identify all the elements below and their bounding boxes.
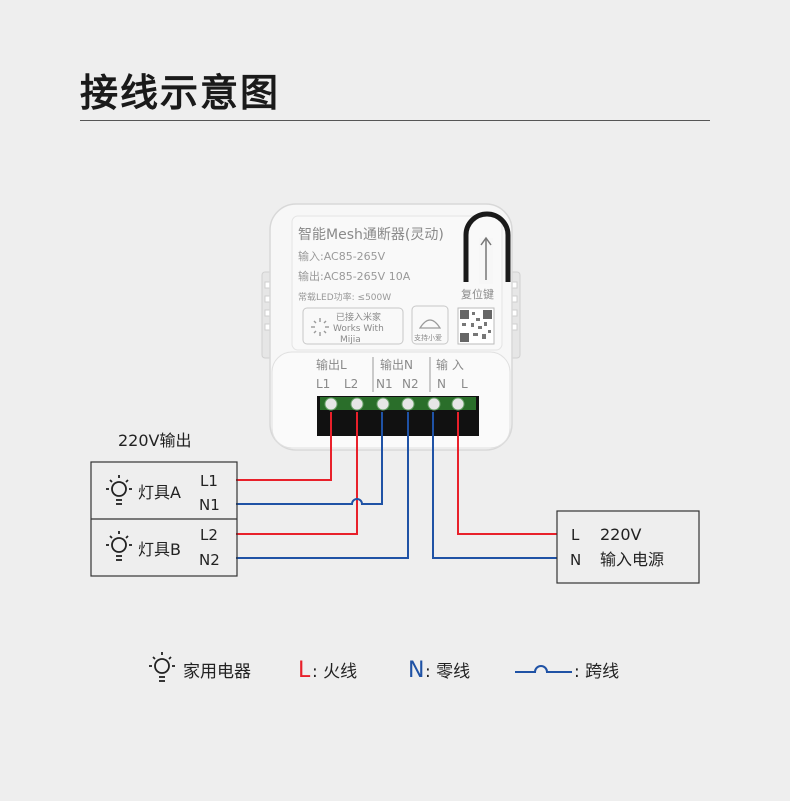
xiaoai-logo-icon: [418, 319, 442, 329]
mijia-logo-icon: [311, 318, 329, 336]
terminal-label-n2: N2: [402, 377, 419, 391]
title-divider: [80, 120, 710, 121]
reset-key-label: 复位键: [461, 287, 494, 301]
terminal-label-n: N: [437, 377, 446, 391]
device-led-power: 常载LED功率: ≤500W: [298, 291, 391, 303]
legend-appliance-bulb-icon: [149, 652, 175, 682]
terminal-group-input: 输 入: [436, 357, 464, 372]
wire-input-n: [432, 412, 557, 559]
reset-key-icon: [463, 211, 511, 284]
legend: 家用电器 L : 火线 N : 零线 : 跨线: [149, 652, 619, 683]
lamp-b-name: 灯具B: [138, 540, 181, 559]
xiaoai-badge-label: 支持小爱: [414, 333, 442, 342]
lamp-b-n-label: N2: [199, 551, 220, 569]
lamp-a-l-label: L1: [200, 472, 218, 490]
lamp-b-l-label: L2: [200, 526, 218, 544]
output-label: 220V输出: [118, 431, 192, 450]
legend-crossover-label: : 跨线: [574, 662, 619, 682]
mijia-badge-line3: Mijia: [340, 335, 361, 345]
terminal-label-n1: N1: [376, 377, 393, 391]
lamp-a-name: 灯具A: [138, 483, 181, 502]
power-n-label: N: [570, 551, 581, 569]
switch-module: 智能Mesh通断器(灵动) 输入:AC85-265V 输出:AC85-265V …: [261, 203, 521, 451]
legend-crossover-icon: [515, 665, 572, 673]
device-input-spec: 输入:AC85-265V: [298, 249, 386, 263]
wires: [236, 412, 557, 559]
legend-neutral-label: : 零线: [425, 662, 470, 682]
terminal-group-output-l: 输出L: [316, 357, 347, 372]
terminal-group-output-n: 输出N: [380, 357, 413, 372]
lamp-a-bulb-icon: [106, 475, 132, 505]
lamp-a-n-label: N1: [199, 496, 220, 514]
wire-n2: [236, 412, 409, 559]
device-name: 智能Mesh通断器(灵动): [298, 227, 444, 243]
device-output-spec: 输出:AC85-265V 10A: [298, 269, 411, 283]
qr-code-icon: [457, 307, 495, 345]
mijia-badge-line2: Works With: [333, 324, 384, 334]
legend-appliance-label: 家用电器: [183, 662, 251, 682]
legend-live-symbol: L: [298, 658, 311, 683]
terminal-label-l2: L2: [344, 377, 358, 391]
wire-l2: [236, 412, 358, 535]
wire-input-l: [457, 412, 557, 535]
wire-l1: [236, 412, 332, 481]
power-voltage: 220V: [600, 525, 642, 544]
legend-live-label: : 火线: [312, 662, 357, 682]
power-l-label: L: [571, 526, 580, 544]
wire-n1: [236, 412, 383, 505]
lamp-b-bulb-icon: [106, 531, 132, 561]
mijia-badge-line1: 已接入米家: [336, 311, 381, 323]
power-source-label: 输入电源: [600, 550, 664, 569]
power-source: L 220V N 输入电源: [556, 510, 700, 584]
page-title: 接线示意图: [80, 71, 281, 115]
lamp-a: 灯具A L1 N1: [106, 472, 220, 514]
legend-neutral-symbol: N: [408, 658, 424, 683]
lamp-b: 灯具B L2 N2: [106, 526, 220, 569]
terminal-label-l: L: [461, 377, 468, 391]
terminal-label-l1: L1: [316, 377, 330, 391]
